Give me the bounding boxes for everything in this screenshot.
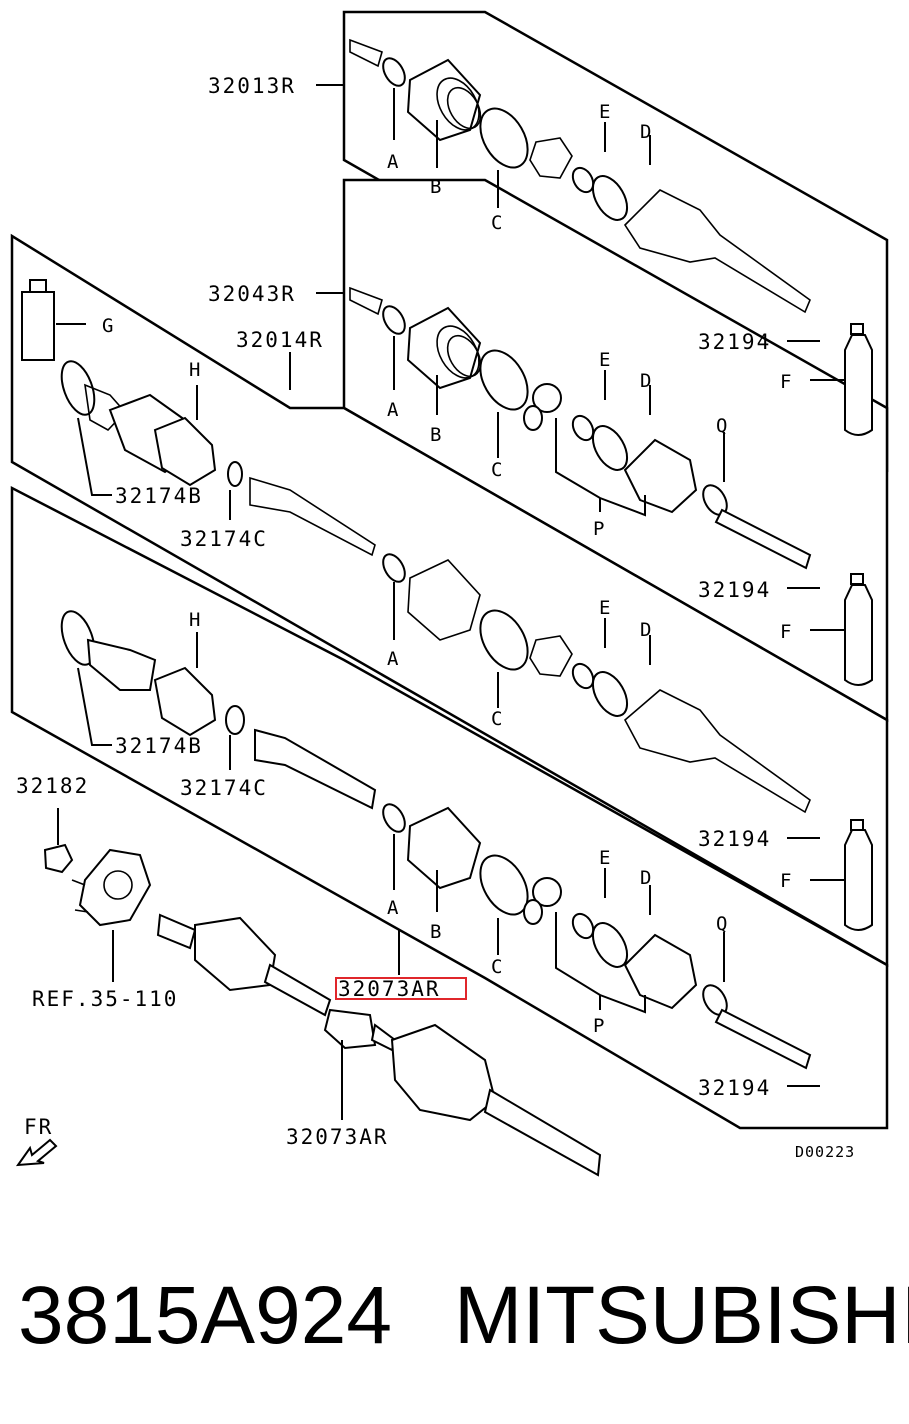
- label-32174C-2: 32174C: [180, 776, 268, 800]
- panel-32043R-parts: [349, 286, 873, 570]
- panel-32014R: [10, 233, 889, 968]
- label-32182: 32182: [16, 774, 89, 798]
- letter-b-2: B: [430, 424, 441, 446]
- letter-a-3: A: [387, 648, 399, 670]
- label-32073AR: 32073AR: [286, 1125, 389, 1149]
- letter-f-1: F: [780, 371, 791, 393]
- letter-e-4: E: [599, 847, 610, 869]
- highlight-box: [335, 977, 467, 1000]
- front-direction-arrow-icon: [15, 1138, 58, 1167]
- label-32174C-1: 32174C: [180, 527, 268, 551]
- letter-g: G: [102, 315, 113, 337]
- label-32174B-1: 32174B: [115, 484, 203, 508]
- label-32174B-2: 32174B: [115, 734, 203, 758]
- leader-lines: [56, 84, 845, 1120]
- letter-q-2: Q: [716, 913, 727, 935]
- hub-assembly: [43, 843, 152, 927]
- letter-q-1: Q: [716, 415, 727, 437]
- panel-32014R-parts: [60, 360, 873, 814]
- letter-d-4: D: [640, 867, 651, 889]
- letter-a-4: A: [387, 897, 399, 919]
- label-32014R: 32014R: [236, 328, 324, 352]
- letter-c-3: C: [491, 708, 502, 730]
- letter-e-1: E: [599, 101, 610, 123]
- panel-32073AR-parts: [60, 610, 873, 1070]
- letter-d-1: D: [640, 121, 651, 143]
- label-fr: FR: [24, 1115, 53, 1139]
- brand-name: MITSUBISHI: [454, 1270, 909, 1361]
- label-32043R: 32043R: [208, 282, 296, 306]
- letter-a-1: A: [387, 151, 399, 173]
- letter-a-2: A: [387, 399, 399, 421]
- diagram-code: D00223: [795, 1143, 855, 1161]
- caption-bar: 3815A924 MITSUBISHI: [0, 1256, 909, 1376]
- letter-h-1: H: [189, 359, 200, 381]
- letter-c-2: C: [491, 459, 502, 481]
- letter-f-2: F: [780, 621, 791, 643]
- letter-p-1: P: [593, 518, 604, 540]
- label-32194-3: 32194: [698, 827, 771, 851]
- drive-shaft-parts-diagram: 32013R 32043R 32014R G A B C E D A B C E…: [10, 10, 889, 1177]
- letter-c-4: C: [491, 956, 502, 978]
- letter-e-2: E: [599, 349, 610, 371]
- letter-b-4: B: [430, 921, 441, 943]
- label-32013R: 32013R: [208, 74, 296, 98]
- label-ref-35-110: REF.35-110: [32, 987, 178, 1011]
- label-32194-2: 32194: [698, 578, 771, 602]
- part-number: 3815A924: [18, 1270, 392, 1361]
- letter-h-2: H: [189, 609, 200, 631]
- letter-d-3: D: [640, 619, 651, 641]
- panel-32013R-parts: [349, 38, 811, 314]
- assembled-drive-shaft: [156, 913, 602, 1177]
- letter-b-1: B: [430, 176, 441, 198]
- letter-e-3: E: [599, 597, 610, 619]
- letter-f-3: F: [780, 870, 791, 892]
- label-32194-1: 32194: [698, 330, 771, 354]
- letter-p-2: P: [593, 1015, 604, 1037]
- label-32073AR-boxed: 32073AR: [338, 977, 441, 1001]
- letter-c-1: C: [491, 212, 502, 234]
- grease-bottle-g: [21, 279, 55, 361]
- letter-d-2: D: [640, 370, 651, 392]
- label-32194-4: 32194: [698, 1076, 771, 1100]
